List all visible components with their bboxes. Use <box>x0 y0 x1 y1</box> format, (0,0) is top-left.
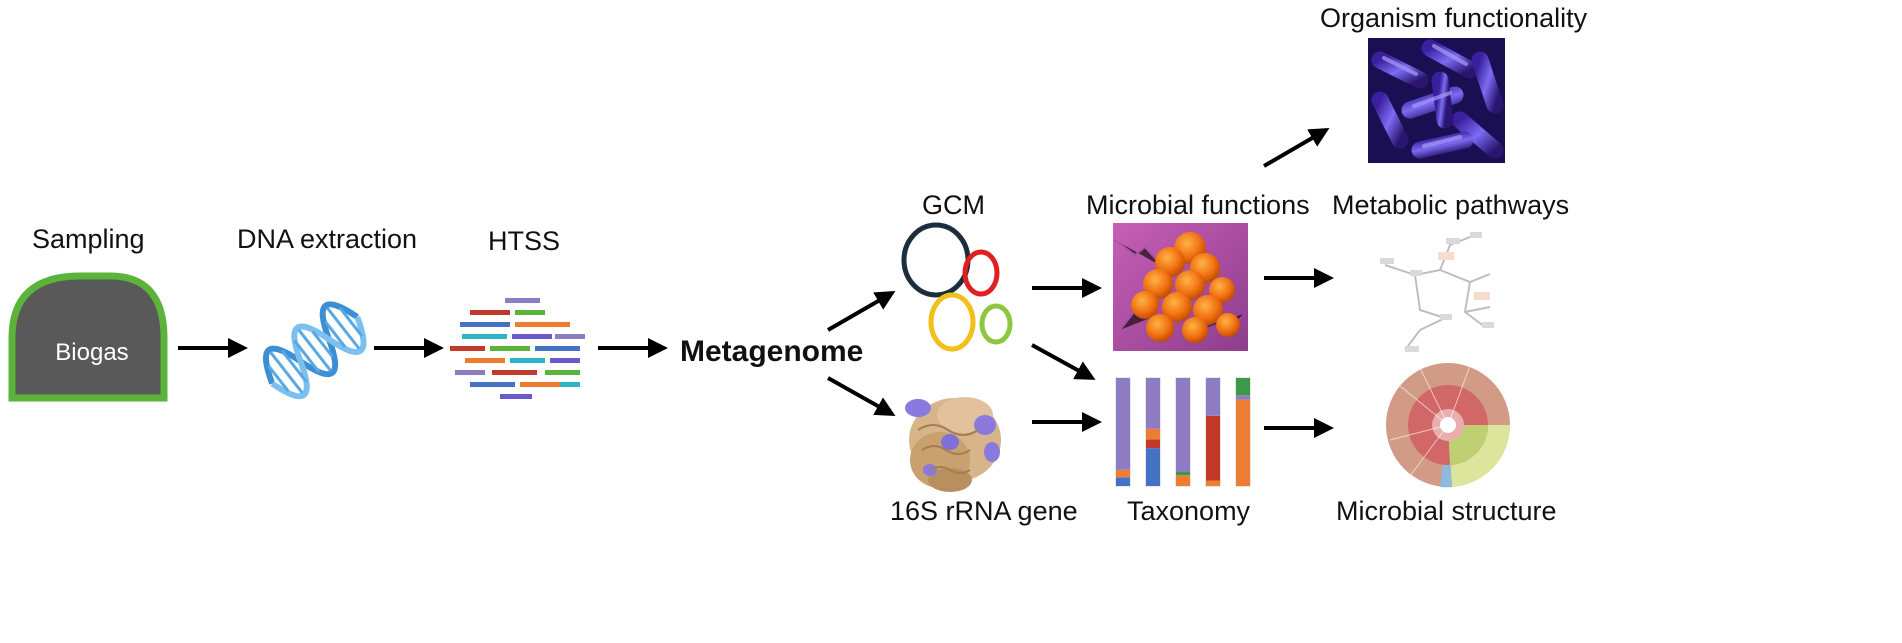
taxonomy-bar-segment <box>1116 469 1130 478</box>
sequence-read <box>470 382 515 387</box>
htss-label: HTSS <box>488 226 561 256</box>
sampling-label: Sampling <box>32 224 145 254</box>
cocci-micrograph-image <box>1113 223 1248 351</box>
taxonomy-bar-segment <box>1236 399 1250 486</box>
dna-helix-icon <box>262 301 367 400</box>
sequence-read <box>450 346 485 351</box>
sequence-read <box>505 298 540 303</box>
sequence-read <box>520 382 560 387</box>
sequence-read <box>510 358 545 363</box>
sequence-read <box>560 382 580 387</box>
biogas-tank <box>8 272 168 402</box>
organism-functionality-label: Organism functionality <box>1320 3 1588 33</box>
taxonomy-bars-chart <box>1115 377 1251 487</box>
metabolic-pathway-map-image <box>1380 232 1494 352</box>
rrna-16s-label: 16S rRNA gene <box>890 496 1078 526</box>
dna-extraction-label: DNA extraction <box>237 224 418 254</box>
sequence-read <box>515 322 570 327</box>
taxonomy-bar-segment <box>1176 475 1190 486</box>
microbial-functions-label: Microbial functions <box>1086 190 1310 220</box>
microbial-structure-label: Microbial structure <box>1336 496 1557 526</box>
taxonomy-label: Taxonomy <box>1127 496 1251 526</box>
taxonomy-bar-segment <box>1206 415 1220 481</box>
bacilli-micrograph-image <box>1368 38 1505 163</box>
metagenome-label: Metagenome <box>680 335 864 368</box>
taxonomy-bar-segment <box>1146 439 1160 449</box>
sequence-read <box>470 310 510 315</box>
sequence-read <box>492 370 537 375</box>
sequence-read <box>500 394 532 399</box>
sequence-read <box>490 346 530 351</box>
taxonomy-bar-segment <box>1116 378 1130 470</box>
taxonomy-bar-segment <box>1146 378 1160 429</box>
sequence-read <box>460 322 510 327</box>
htss-reads-icon <box>450 298 585 399</box>
taxonomy-bar-segment <box>1176 378 1190 472</box>
taxonomy-bar-segment <box>1116 477 1130 486</box>
taxonomy-bar-segment <box>1206 378 1220 416</box>
sequence-read <box>465 358 505 363</box>
taxonomy-bar-segment <box>1206 480 1220 486</box>
microbial-structure-sunburst-image <box>1386 363 1511 488</box>
sequence-read <box>455 370 485 375</box>
taxonomy-bar-segment <box>1236 378 1250 396</box>
flow-arrows <box>178 127 1334 438</box>
gcm-circles-icon <box>901 222 1013 352</box>
ribosome-structure-icon <box>905 397 1001 492</box>
sequence-read <box>515 310 545 315</box>
sequence-read <box>555 334 585 339</box>
sequence-read <box>535 346 580 351</box>
taxonomy-bar-segment <box>1146 428 1160 440</box>
taxonomy-bar-segment <box>1176 471 1190 476</box>
biogas-text: Biogas <box>55 339 128 366</box>
gcm-label: GCM <box>922 190 985 220</box>
sequence-read <box>462 334 507 339</box>
sequence-read <box>512 334 552 339</box>
taxonomy-bar-segment <box>1236 395 1250 400</box>
metabolic-pathways-label: Metabolic pathways <box>1332 190 1570 220</box>
sequence-read <box>550 358 580 363</box>
taxonomy-bar-segment <box>1146 448 1160 486</box>
sequence-read <box>545 370 580 375</box>
